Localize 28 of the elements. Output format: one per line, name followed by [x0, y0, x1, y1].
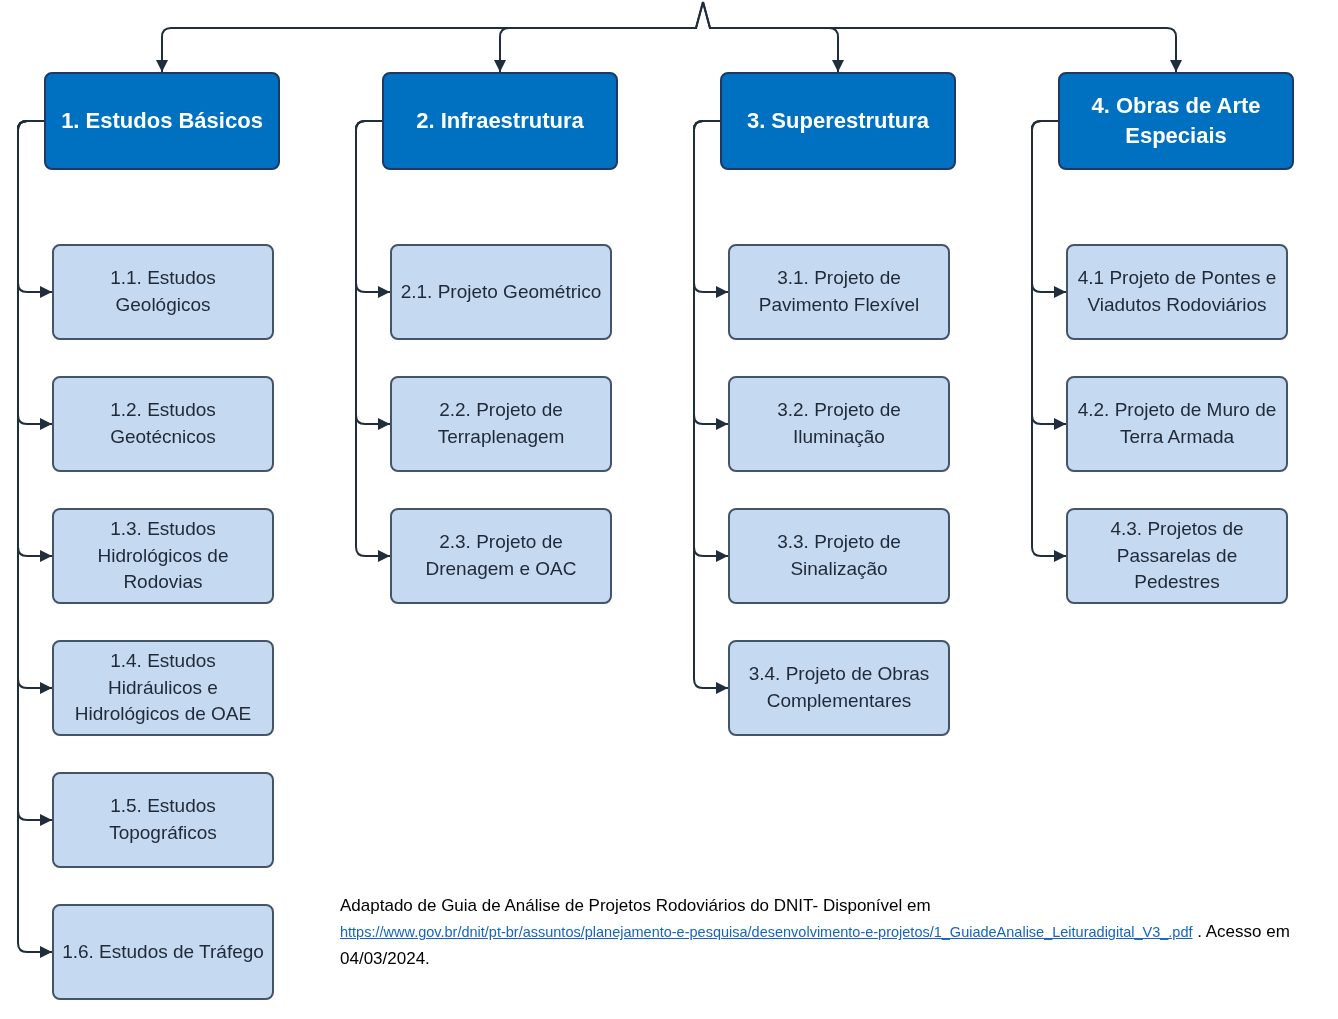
- subcategory-box: 2.2. Projeto de Terraplenagem: [390, 376, 612, 472]
- category-box: 2. Infraestrutura: [382, 72, 618, 170]
- connector-arrow: [17, 120, 53, 958]
- subcategory-box: 4.2. Projeto de Muro de Terra Armada: [1066, 376, 1288, 472]
- subcategory-box: 3.1. Projeto de Pavimento Flexível: [728, 244, 950, 340]
- connector-arrow: [355, 120, 391, 562]
- source-link: https://www.gov.br/dnit/pt-br/assuntos/planejamento-e-pesquisa/desenvolvimento-e-projetos/1_GuiadeAnalise_Leituradigital_V3_.pdf: [340, 924, 1193, 941]
- category-box: 1. Estudos Básicos: [44, 72, 280, 170]
- subcategory-box: 3.4. Projeto de Obras Complementares: [728, 640, 950, 736]
- subcategory-box: 1.3. Estudos Hidrológicos de Rodovias: [52, 508, 274, 604]
- subcategory-box: 2.1. Projeto Geométrico: [390, 244, 612, 340]
- category-box: 4. Obras de Arte Especiais: [1058, 72, 1294, 170]
- subcategory-box: 1.5. Estudos Topográficos: [52, 772, 274, 868]
- connector-arrow: [693, 120, 729, 694]
- subcategory-box: 2.3. Projeto de Drenagem e OAC: [390, 508, 612, 604]
- subcategory-box: 4.1 Projeto de Pontes e Viadutos Rodoviários: [1066, 244, 1288, 340]
- subcategory-box: 4.3. Projetos de Passarelas de Pedestres: [1066, 508, 1288, 604]
- source-note: Adaptado de Guia de Análise de Projetos Rodoviários do DNIT- Disponível em https://www.gov.br/dnit/pt-br/assuntos/planejamento-e-pesquisa/desenvolvimento-e-projetos/1_GuiadeAnalise_Leituradigital_V3_.pdf . Acesso em 04/03/2024.: [340, 895, 1291, 970]
- category-box: 3. Superestrutura: [720, 72, 956, 170]
- connector-arrow: [494, 1, 704, 73]
- subcategory-box: 1.4. Estudos Hidráulicos e Hidrológicos de OAE: [52, 640, 274, 736]
- subcategory-box: 3.3. Projeto de Sinalização: [728, 508, 950, 604]
- connector-arrow: [702, 1, 1182, 73]
- subcategory-box: 3.2. Projeto de Iluminação: [728, 376, 950, 472]
- subcategory-box: 1.6. Estudos de Tráfego: [52, 904, 274, 1000]
- subcategory-box: 1.2. Estudos Geotécnicos: [52, 376, 274, 472]
- connector-arrow: [1031, 120, 1067, 562]
- subcategory-box: 1.1. Estudos Geológicos: [52, 244, 274, 340]
